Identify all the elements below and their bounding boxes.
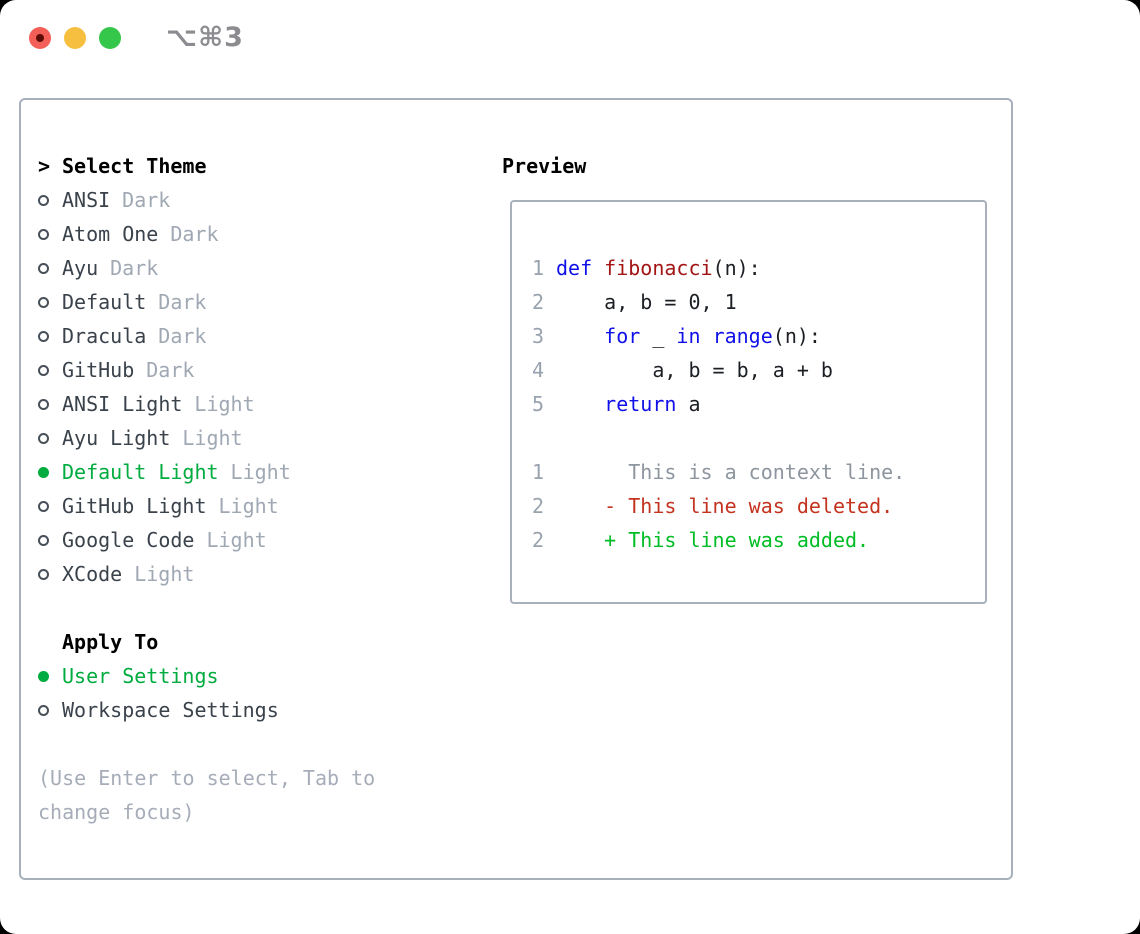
select-theme-label: Select Theme: [62, 154, 207, 178]
radio-unselected-icon: [38, 296, 62, 308]
theme-option-ayu-light[interactable]: Ayu Light Light: [38, 421, 375, 455]
line-number: 1: [532, 460, 545, 484]
theme-option-atom-one-dark[interactable]: Atom One Dark: [38, 217, 375, 251]
line-number: 5: [532, 392, 545, 416]
apply-option-user-settings[interactable]: User Settings: [38, 659, 375, 693]
line-number: 3: [532, 324, 545, 348]
radio-unselected-icon: [38, 704, 62, 716]
theme-option-default-dark[interactable]: Default Dark: [38, 285, 375, 319]
diff-context-line: 1 This is a context line.: [532, 460, 906, 484]
minimize-button[interactable]: [64, 27, 86, 49]
theme-option-default-light[interactable]: Default Light Light: [38, 455, 375, 489]
line-number: 2: [532, 494, 545, 518]
radio-selected-icon: [38, 466, 62, 478]
zoom-button[interactable]: [99, 27, 121, 49]
diff-deleted-line: 2 - This line was deleted.: [532, 494, 894, 518]
radio-unselected-icon: [38, 500, 62, 512]
theme-option-github-dark[interactable]: GitHub Dark: [38, 353, 375, 387]
code-line-2: 2 a, b = 0, 1: [532, 290, 737, 314]
diff-added-line: 2 + This line was added.: [532, 528, 870, 552]
line-number: 4: [532, 358, 545, 382]
radio-unselected-icon: [38, 534, 62, 546]
line-number: 2: [532, 528, 545, 552]
theme-option-dracula-dark[interactable]: Dracula Dark: [38, 319, 375, 353]
radio-unselected-icon: [38, 228, 62, 240]
theme-option-ayu-dark[interactable]: Ayu Dark: [38, 251, 375, 285]
code-line-5: 5 return a: [532, 392, 701, 416]
close-button[interactable]: [29, 27, 51, 49]
code-line-3: 3 for _ in range(n):: [532, 324, 821, 348]
radio-unselected-icon: [38, 398, 62, 410]
line-number: 2: [532, 290, 545, 314]
theme-option-ansi-light[interactable]: ANSI Light Light: [38, 387, 375, 421]
theme-option-xcode-light[interactable]: XCode Light: [38, 557, 375, 591]
theme-selector-panel: > Select Theme ANSI Dark Atom One Dark A…: [19, 98, 1013, 880]
theme-option-google-code-light[interactable]: Google Code Light: [38, 523, 375, 557]
select-theme-header: > Select Theme: [38, 149, 375, 183]
apply-to-label: Apply To: [62, 630, 159, 654]
close-dot-icon: [36, 34, 44, 42]
radio-unselected-icon: [38, 262, 62, 274]
window-title: ⌥⌘3: [166, 22, 244, 53]
focus-caret-icon: >: [38, 154, 51, 178]
radio-unselected-icon: [38, 364, 62, 376]
radio-unselected-icon: [38, 194, 62, 206]
apply-to-header: Apply To: [38, 625, 375, 659]
radio-selected-icon: [38, 670, 62, 682]
preview-title: Preview: [502, 154, 587, 178]
radio-unselected-icon: [38, 568, 62, 580]
theme-option-ansi-dark[interactable]: ANSI Dark: [38, 183, 375, 217]
hint-text-line1: (Use Enter to select, Tab to: [38, 766, 376, 790]
code-line-4: 4 a, b = b, a + b: [532, 358, 833, 382]
apply-option-workspace-settings[interactable]: Workspace Settings: [38, 693, 375, 727]
radio-unselected-icon: [38, 432, 62, 444]
hint-text-line2: change focus): [38, 800, 195, 824]
radio-unselected-icon: [38, 330, 62, 342]
theme-option-github-light[interactable]: GitHub Light Light: [38, 489, 375, 523]
theme-list: > Select Theme ANSI Dark Atom One Dark A…: [38, 149, 375, 829]
line-number: 1: [532, 256, 545, 280]
blank-line: [532, 421, 985, 455]
